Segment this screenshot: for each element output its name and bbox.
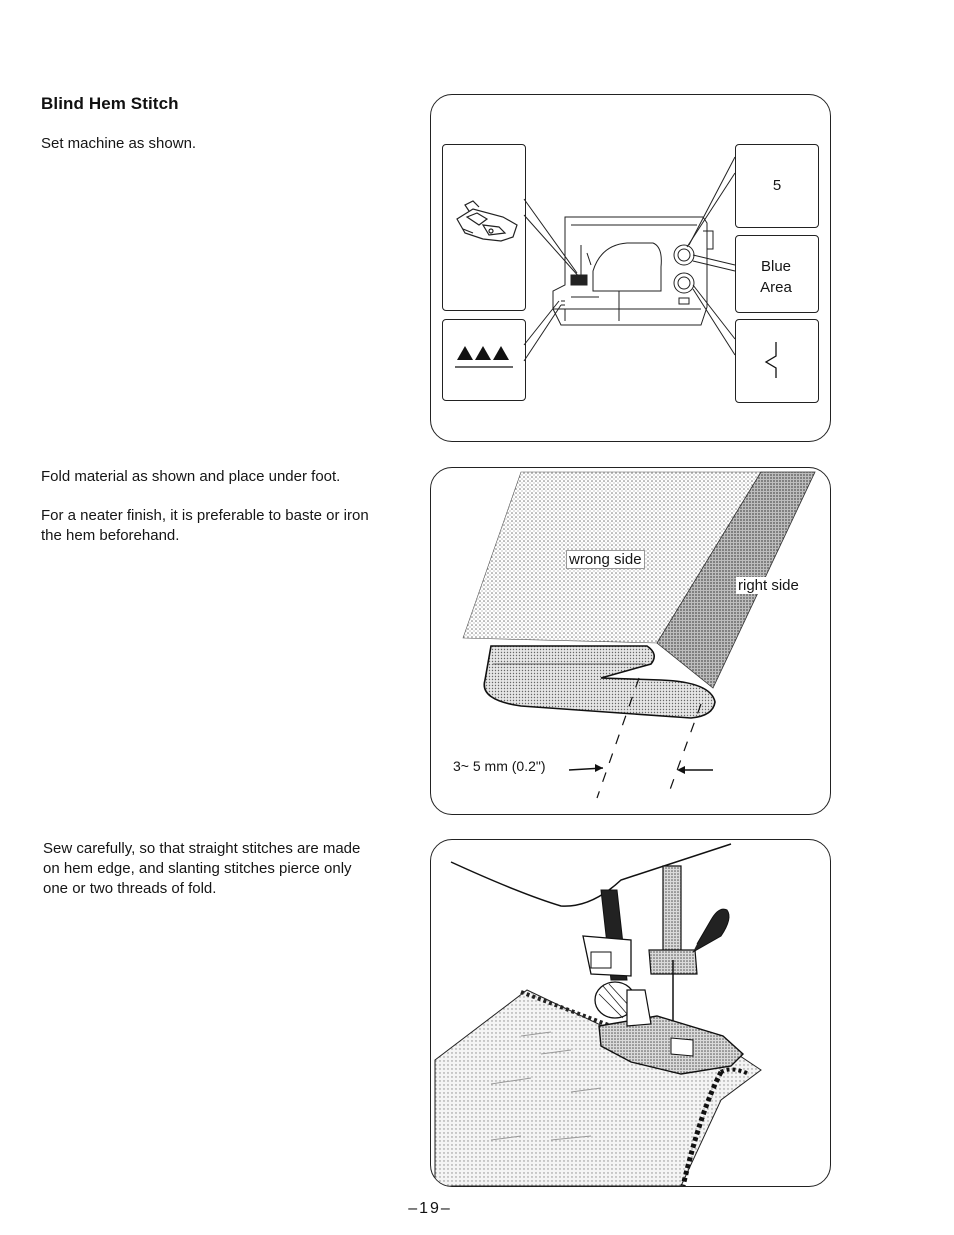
stitch-length-value: 5	[772, 177, 782, 194]
blind-hem-pattern-icon	[455, 346, 513, 368]
instruction-fold-material: Fold material as shown and place under f…	[41, 468, 341, 485]
instruction-line: on hem edge, and slanting stitches pierc…	[43, 860, 352, 877]
instruction-line: For a neater finish, it is preferable to…	[41, 507, 369, 524]
instruction-line: one or two threads of fold.	[43, 880, 217, 897]
instruction-sew-carefully: Sew carefully, so that straight stitches…	[43, 839, 360, 899]
pattern-area-label: Blue Area	[736, 256, 816, 298]
figure-folded-material: wrong side right side 3~ 5 mm (0.2")	[430, 467, 831, 815]
instruction-set-machine: Set machine as shown.	[41, 135, 197, 152]
stitch-width-box	[735, 319, 819, 403]
instruction-line: the hem beforehand.	[41, 527, 180, 544]
pattern-area-line: Blue	[760, 258, 792, 275]
instruction-neater-finish: For a neater finish, it is preferable to…	[41, 506, 369, 546]
stitch-width-icon	[764, 342, 777, 378]
figure-machine-settings: 5 Blue Area	[430, 94, 831, 442]
stitch-symbol-box	[442, 319, 526, 401]
page-heading: Blind Hem Stitch	[41, 94, 179, 113]
hem-measurement-label: 3~ 5 mm (0.2")	[453, 758, 546, 774]
right-side-label: right side	[736, 577, 801, 594]
page-number: –19–	[408, 1200, 452, 1217]
presser-foot-closeup-drawing	[434, 843, 762, 1186]
instruction-line: Sew carefully, so that straight stitches…	[43, 840, 361, 857]
pattern-area-box: Blue Area	[735, 235, 819, 313]
sewing-machine-drawing	[523, 156, 736, 362]
wrong-side-label: wrong side	[566, 550, 645, 569]
blind-hem-foot-icon	[456, 200, 518, 242]
pattern-area-line: Area	[760, 279, 792, 296]
stitch-length-box: 5	[735, 144, 819, 228]
figure-sewing-closeup	[430, 839, 831, 1187]
presser-foot-box	[442, 144, 526, 311]
